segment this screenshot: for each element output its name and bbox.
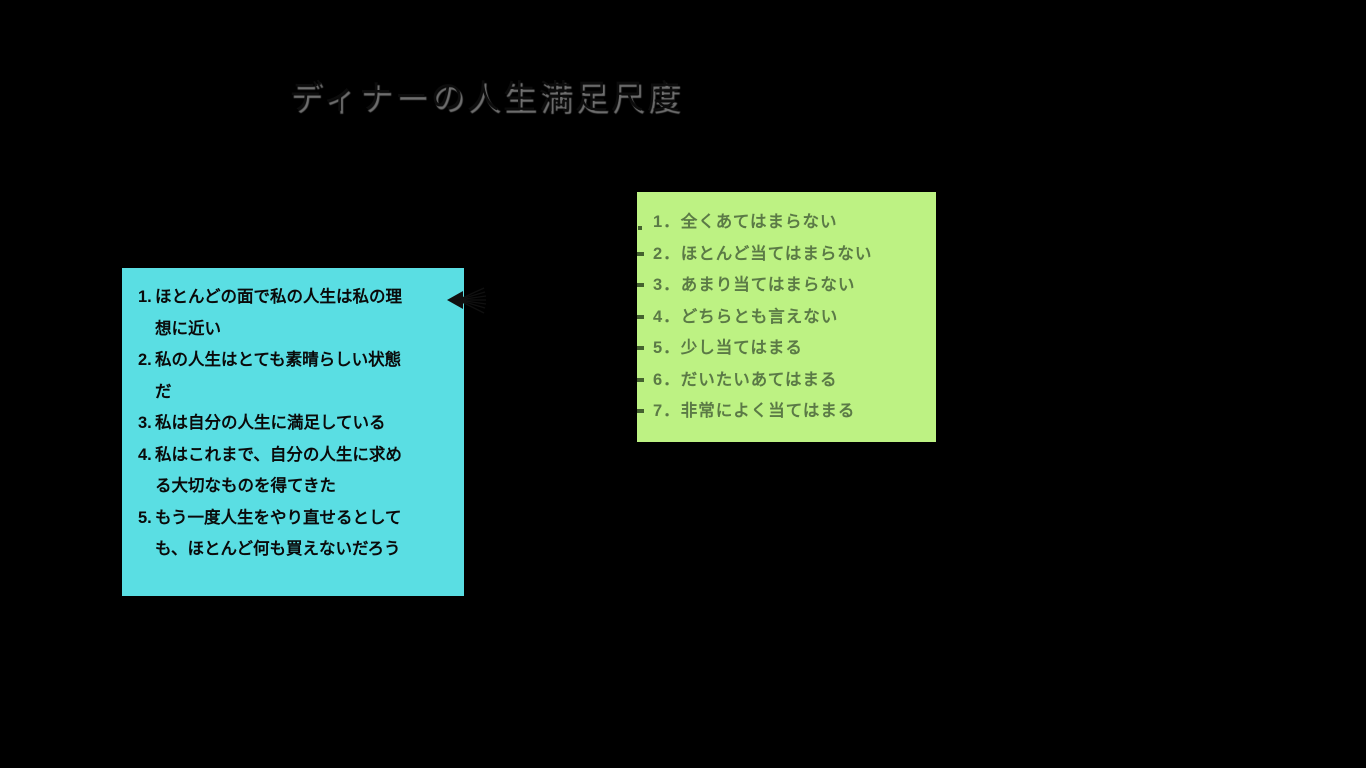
item-number: 1. (138, 288, 152, 306)
list-item: 4. 私はこれまで、自分の人生に求め る大切なものを得てきた (138, 440, 452, 503)
item-text: 私の人生はとても素晴らしい状態 だ (155, 351, 402, 401)
list-item: 5. もう一度人生をやり直せるとして も、ほとんど何も買えないだろう (138, 503, 452, 566)
list-item: 4． どちらとも言えない (637, 302, 926, 334)
item-text: あまり当てはまらない (680, 276, 856, 294)
list-item: 7． 非常によく当てはまる (637, 396, 926, 428)
list-item: 2. 私の人生はとても素晴らしい状態 だ (138, 345, 452, 408)
item-text: ほとんど当てはまらない (680, 244, 873, 263)
response-scale-box: 1． 全くあてはまらない 2． ほとんど当てはまらない 3． あまり当てはまらな… (637, 192, 936, 442)
arrow-icon (447, 287, 486, 314)
item-number: 2． (653, 244, 681, 263)
list-item: 2． ほとんど当てはまらない (637, 239, 926, 271)
item-number: 4. (138, 445, 152, 464)
list-item: 3. 私は自分の人生に満足している (138, 408, 452, 440)
list-item: 1. ほとんどの面で私の人生は私の理 想に近い (138, 282, 452, 345)
item-text: 私はこれまで、自分の人生に求め る大切なものを得てきた (155, 445, 402, 496)
response-scale-list: 1． 全くあてはまらない 2． ほとんど当てはまらない 3． あまり当てはまらな… (637, 207, 926, 428)
item-number: 4． (653, 307, 681, 326)
item-text: だいたいあてはまる (680, 370, 838, 389)
item-number: 3． (653, 276, 681, 294)
list-item: 6． だいたいあてはまる (637, 365, 926, 397)
item-text: ほとんどの面で私の人生は私の理 想に近い (155, 288, 403, 338)
item-text: どちらとも言えない (680, 307, 839, 326)
item-number: 2. (138, 351, 152, 369)
item-number: 5. (138, 508, 152, 527)
item-number: 6． (653, 370, 681, 389)
item-text: もう一度人生をやり直せるとして も、ほとんど何も買えないだろう (155, 508, 402, 559)
list-item: 3． あまり当てはまらない (637, 270, 926, 302)
item-number: 5． (653, 339, 681, 357)
item-text: 全くあてはまらない (680, 213, 838, 231)
item-text: 少し当てはまる (680, 339, 803, 357)
statements-list: 1. ほとんどの面で私の人生は私の理 想に近い 2. 私の人生はとても素晴らしい… (138, 282, 452, 566)
item-text: 私は自分の人生に満足している (155, 414, 386, 432)
item-number: 7． (653, 402, 681, 420)
page-title: ディナーの人生満足尺度 (289, 78, 683, 115)
item-number: 1． (653, 213, 681, 231)
statements-box: 1. ほとんどの面で私の人生は私の理 想に近い 2. 私の人生はとても素晴らしい… (122, 268, 464, 596)
item-number: 3. (138, 414, 152, 432)
item-text: 非常によく当てはまる (680, 402, 856, 420)
list-item: 5． 少し当てはまる (637, 333, 926, 365)
list-item: 1． 全くあてはまらない (638, 207, 926, 239)
